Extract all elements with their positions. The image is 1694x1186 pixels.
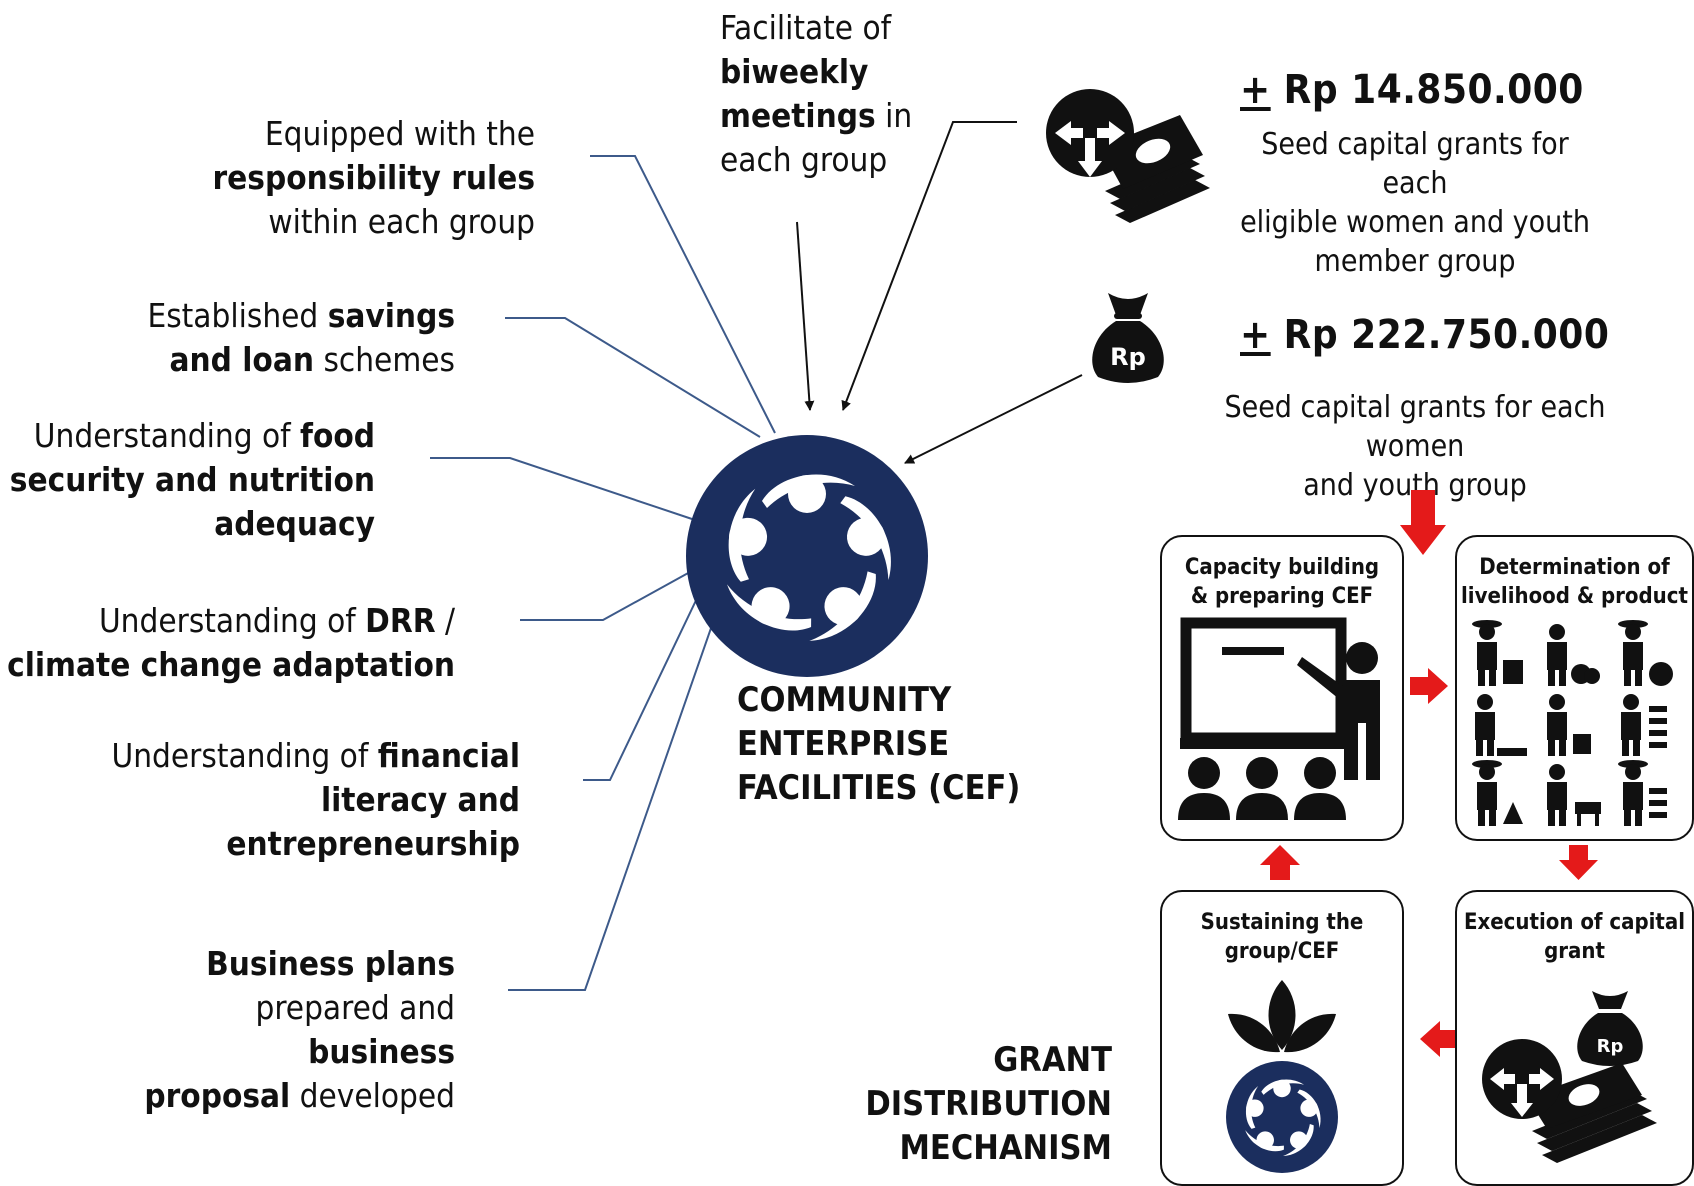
arrow-grant-member [841,121,1017,411]
red-arrow-down [1559,845,1598,880]
point-food-security: Understanding of food security and nutri… [9,416,375,543]
red-arrow-right [1410,668,1448,704]
money-arrows-icon [1046,89,1210,223]
point-financial-literacy: Understanding of financial literacy and … [111,736,520,863]
grant-desc-member: Seed capital grants for each eligible wo… [1240,127,1590,279]
presentation-icon [1178,617,1380,820]
step-execution-capital-grant: Execution of capital grant Rp [1455,890,1694,1186]
grant-desc-group: Seed capital grants for each women and y… [1224,390,1606,503]
connector-responsibility [590,155,776,434]
money-bag-arrows-icon: Rp [1482,991,1657,1163]
grant-amount-group: + Rp 222.750.000 [1240,312,1610,358]
rupiah-symbol-small: Rp [1597,1036,1624,1057]
sustaining-cef-icon [1226,980,1338,1173]
connector-drr [520,571,691,621]
cef-logo-icon [686,435,928,677]
grant-distribution-title: GRANT DISTRIBUTION MECHANISM [865,1040,1112,1168]
grant-amount-member: + Rp 14.850.000 [1240,67,1584,113]
money-bag-icon: Rp [1092,293,1164,383]
connector-savings [505,317,761,438]
point-responsibility-rules: Equipped with the responsibility rules w… [212,114,535,241]
point-drr-climate: Understanding of DRR / climate change ad… [7,601,455,684]
arrow-grant-group [904,374,1083,464]
arrow-meetings [796,221,815,411]
step-sustaining-group: Sustaining the group/CEF [1160,890,1404,1186]
farmers-grid-icon [1472,620,1673,826]
red-arrow-left [1420,1021,1459,1057]
step-capacity-building: Capacity building & preparing CEF [1160,535,1404,841]
connector-food [430,457,696,521]
red-arrow-up [1260,845,1300,880]
connector-business [508,607,719,991]
point-business-plans: Business plans prepared and business pro… [144,944,455,1115]
rupiah-symbol: Rp [1110,343,1146,371]
point-biweekly-meetings: Facilitate of biweekly meetings in each … [720,8,913,179]
red-arrow-down-top [1400,490,1446,555]
connector-financial [583,591,701,781]
step-livelihood-determination: Determination of livelihood & product [1455,535,1694,841]
cef-title: COMMUNITY ENTERPRISE FACILITIES (CEF) [737,680,1021,808]
point-savings-loan: Established savings and loan schemes [147,296,455,379]
